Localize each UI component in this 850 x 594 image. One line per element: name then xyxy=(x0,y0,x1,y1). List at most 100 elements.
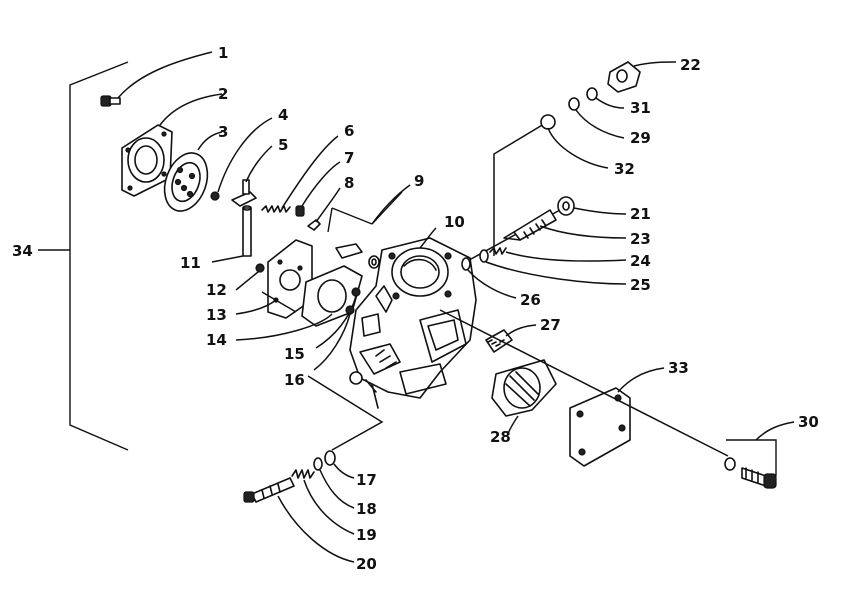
part-27-screw xyxy=(485,329,513,353)
leader-31 xyxy=(595,97,625,109)
leader-23 xyxy=(539,225,627,239)
callout-28: 28 xyxy=(490,428,511,446)
part-4-screw xyxy=(210,191,220,201)
leader-7 xyxy=(301,161,341,207)
callout-7: 7 xyxy=(344,149,354,167)
leader-6 xyxy=(281,135,339,209)
callout-13: 13 xyxy=(206,306,227,324)
callout-17: 17 xyxy=(356,471,377,489)
part-21-cap xyxy=(557,196,575,216)
callout-14: 14 xyxy=(206,331,227,349)
callout-32: 32 xyxy=(614,160,635,178)
leader-29 xyxy=(575,109,625,139)
part-8-clip xyxy=(307,219,321,231)
part-3-diaphragm xyxy=(163,152,209,212)
callout-33: 33 xyxy=(668,359,689,377)
leader-13 xyxy=(235,299,277,315)
part-18-washer xyxy=(313,457,323,471)
leader-25 xyxy=(485,261,627,285)
part-10-carburetor-body xyxy=(349,237,477,409)
leader-9 xyxy=(371,184,411,225)
leader-19 xyxy=(303,479,355,535)
part-17-o-ring xyxy=(324,450,336,466)
part-11-pin xyxy=(242,205,252,257)
bracket-30 xyxy=(726,439,777,476)
leader-22 xyxy=(633,61,677,67)
callout-4: 4 xyxy=(278,106,288,124)
assembly-axis-17 xyxy=(307,375,384,451)
leader-16 xyxy=(313,313,351,371)
bracket-9 xyxy=(327,191,403,233)
callout-8: 8 xyxy=(344,174,354,192)
part-20-pilot-screw xyxy=(243,477,295,503)
callout-1: 1 xyxy=(218,44,228,62)
callout-19: 19 xyxy=(356,526,377,544)
part-7-screw xyxy=(295,205,305,217)
part-24-spring xyxy=(489,247,507,255)
part-25-washer xyxy=(479,249,489,263)
part-16-screw xyxy=(345,305,355,315)
callout-27: 27 xyxy=(540,316,561,334)
part-1-screw xyxy=(100,95,121,107)
bracket-13 xyxy=(261,291,297,313)
leader-4 xyxy=(217,117,273,193)
part-6-spring xyxy=(261,205,291,213)
callout-16: 16 xyxy=(284,371,305,389)
part-12-screw xyxy=(255,263,265,273)
leader-28 xyxy=(507,415,519,435)
part-33-cover-plate xyxy=(569,387,631,467)
callout-10: 10 xyxy=(444,213,465,231)
callout-30: 30 xyxy=(798,413,819,431)
leader-15 xyxy=(315,295,357,349)
callout-23: 23 xyxy=(630,230,651,248)
callout-29: 29 xyxy=(630,129,651,147)
part-9-needle-seat xyxy=(335,243,380,269)
callout-5: 5 xyxy=(278,136,288,154)
leader-12 xyxy=(235,271,259,291)
callout-21: 21 xyxy=(630,205,651,223)
leader-32 xyxy=(547,127,609,169)
assembly-axis-32 xyxy=(493,123,545,256)
part-5-lever xyxy=(231,179,257,207)
callout-34: 34 xyxy=(12,242,33,260)
callout-25: 25 xyxy=(630,276,651,294)
leader-11 xyxy=(211,255,244,263)
part-28-gasket xyxy=(491,359,557,417)
leader-30 xyxy=(755,421,795,441)
part-15-screw xyxy=(351,287,361,297)
leader-17 xyxy=(333,463,355,479)
leader-18 xyxy=(319,469,355,509)
callout-20: 20 xyxy=(356,555,377,573)
part-23-idle-needle xyxy=(503,209,557,241)
leader-10 xyxy=(419,227,437,249)
callout-15: 15 xyxy=(284,345,305,363)
leader-26 xyxy=(467,269,517,299)
leader-27 xyxy=(505,324,537,337)
callout-31: 31 xyxy=(630,99,651,117)
callout-24: 24 xyxy=(630,252,651,270)
leader-2 xyxy=(159,93,223,126)
leader-3 xyxy=(197,131,223,151)
leader-14 xyxy=(235,313,333,341)
leader-33 xyxy=(617,367,665,393)
callout-22: 22 xyxy=(680,56,701,74)
callout-6: 6 xyxy=(344,122,354,140)
part-22-nut xyxy=(607,61,641,93)
assembly-axis-30 xyxy=(439,309,729,457)
callout-9: 9 xyxy=(414,172,424,190)
leader-24 xyxy=(505,251,627,262)
callout-2: 2 xyxy=(218,85,228,103)
callout-18: 18 xyxy=(356,500,377,518)
part-32-fitting xyxy=(540,114,556,130)
callout-12: 12 xyxy=(206,281,227,299)
part-31-o-ring xyxy=(586,87,598,101)
callout-11: 11 xyxy=(180,254,201,272)
leader-21 xyxy=(573,207,627,215)
leader-5 xyxy=(245,145,273,183)
leader-20 xyxy=(277,495,355,563)
part-30-screw xyxy=(724,457,777,489)
leader-8 xyxy=(315,187,341,223)
callout-26: 26 xyxy=(520,291,541,309)
part-19-spring xyxy=(291,469,315,479)
